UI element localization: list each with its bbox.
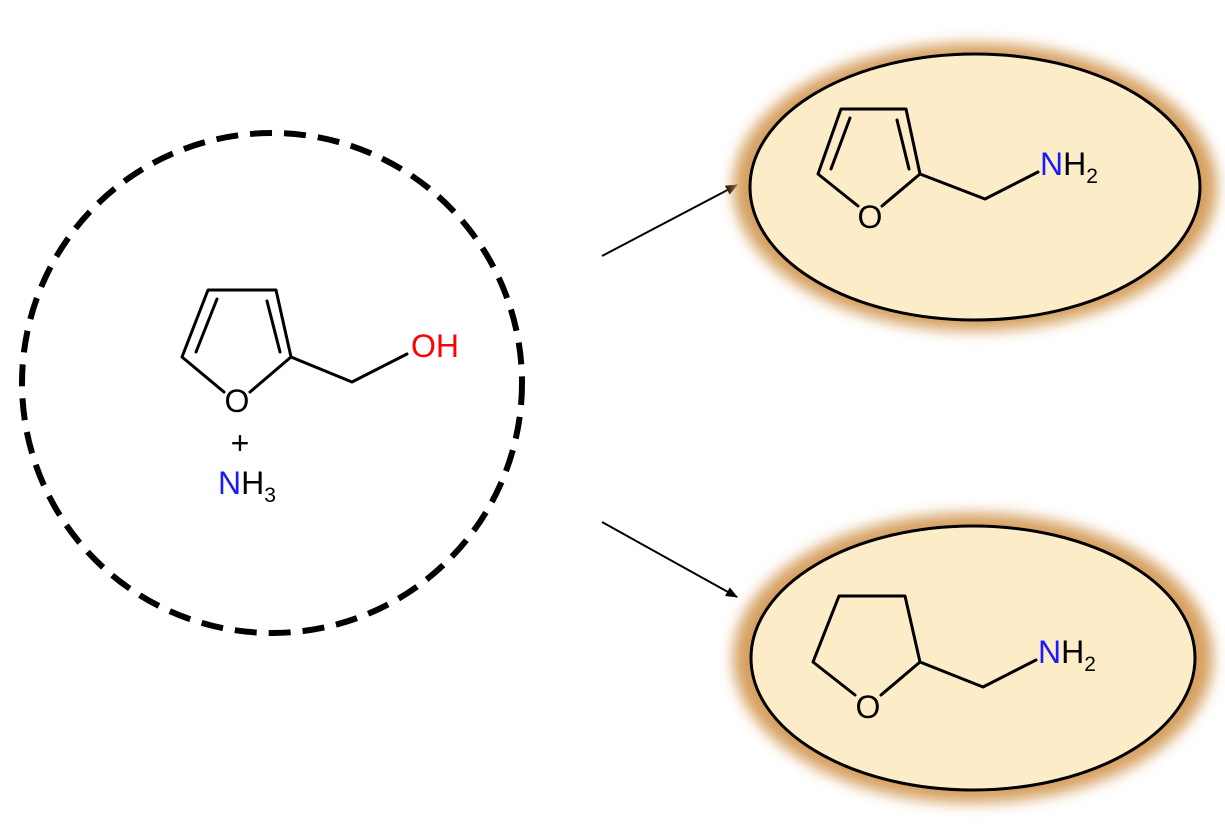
product-2-ellipse (749, 524, 1197, 792)
product-1-ring-bonds (816, 107, 922, 208)
product-1-amine-label: NH2 (1040, 146, 1098, 188)
product-1-double-bond-right (895, 118, 911, 171)
product-2-amine-hydrogen: H (1061, 634, 1084, 670)
product-tetrahydrofurfurylamine: O NH2 (733, 513, 1213, 803)
arrow-to-furfurylamine (601, 184, 738, 257)
furan-ring-bonds (180, 288, 293, 394)
product-2-amine-subscript: 2 (1084, 653, 1096, 676)
product-1-amine-nitrogen: N (1040, 146, 1063, 182)
ammonia-subscript: 3 (264, 484, 276, 507)
product-2-amine-label: NH2 (1038, 634, 1096, 676)
plus-sign: + (231, 425, 250, 461)
product-1-amine-hydrogen: H (1063, 146, 1086, 182)
reactant-group: O OH + NH3 (19, 130, 525, 636)
furan-double-bond-left (194, 297, 219, 354)
ammonia-label: NH3 (218, 465, 276, 507)
product-1-amine-subscript: 2 (1086, 165, 1098, 188)
product-1-ring-oxygen: O (858, 199, 883, 235)
product-furfurylamine: O NH2 (733, 43, 1217, 331)
ammonia-nitrogen: N (218, 465, 241, 501)
furfuryl-alcohol-structure: O OH (180, 288, 459, 419)
ammonia-hydrogen: H (241, 465, 264, 501)
product-1-aminomethyl-bonds (918, 170, 1040, 201)
arrow-to-tetrahydrofurfurylamine (601, 521, 738, 598)
product-2-aminomethyl-bonds (918, 658, 1038, 689)
product-2-ring-bonds (811, 594, 922, 697)
product-1-double-bond-left (829, 116, 852, 171)
hydroxyl-label: OH (411, 328, 459, 364)
furan-double-bond-right (265, 299, 282, 354)
hydroxymethyl-bonds (289, 352, 409, 384)
product-2-amine-nitrogen: N (1038, 634, 1061, 670)
ring-oxygen-label: O (225, 383, 250, 419)
product-2-ring-oxygen: O (856, 689, 881, 725)
reactant-dashed-circle (19, 130, 525, 636)
product-1-ellipse (748, 52, 1202, 322)
